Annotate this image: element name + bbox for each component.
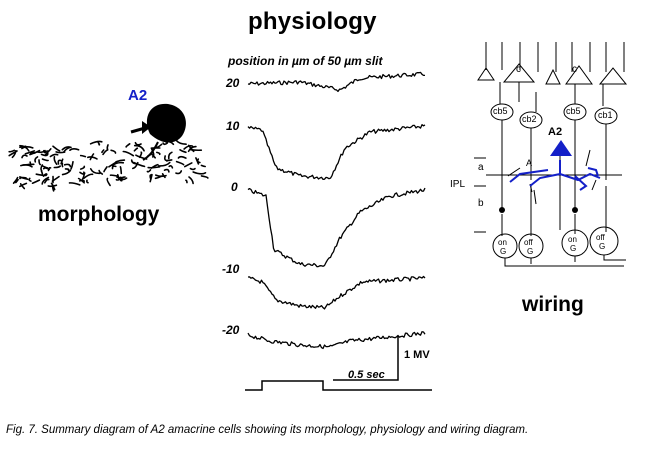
stimulus-trace [245, 380, 432, 391]
voltage-trace [247, 124, 426, 181]
ganglion-3-top: on [568, 235, 577, 244]
amacrine-a-label: A [526, 158, 533, 168]
trace-label-minus-20: -20 [222, 323, 240, 337]
voltage-trace [247, 331, 426, 350]
voltage-trace [247, 71, 425, 93]
a2-wiring-label: A2 [548, 126, 563, 138]
scale-bar [333, 336, 399, 381]
ipl-label: IPL [450, 179, 466, 190]
scale-voltage-label: 1 MV [404, 349, 430, 361]
a2-soma [146, 103, 186, 143]
ganglion-1-top: on [498, 238, 507, 247]
ganglion-4-top: off [596, 233, 605, 242]
scale-time-label: 0.5 sec [348, 369, 385, 381]
ganglion-4-bottom: G [599, 242, 606, 251]
a2-label: A2 [128, 87, 148, 104]
a2-wiring-highlight [509, 160, 601, 191]
cone-label-left: c [516, 64, 521, 75]
physiology-subtitle: position in µm of 50 µm slit [228, 54, 383, 68]
ganglion-3-bottom: G [570, 244, 577, 253]
voltage-trace [247, 187, 426, 268]
trace-label-0: 0 [231, 180, 238, 194]
trace-label-20: 20 [226, 76, 240, 90]
cone-label-right: c [572, 64, 577, 75]
cb5-left-label: cb5 [493, 106, 508, 116]
ganglion-2-bottom: G [527, 247, 534, 256]
cb2-label: cb2 [522, 114, 537, 124]
morphology-title: morphology [38, 203, 160, 226]
trace-label-minus-10: -10 [222, 262, 240, 276]
trace-label-10: 10 [226, 119, 240, 133]
sublamina-a-label: a [478, 162, 484, 173]
ganglion-1-bottom: G [500, 247, 507, 256]
physiology-title: physiology [248, 8, 377, 35]
figure-caption: Fig. 7. Summary diagram of A2 amacrine c… [6, 424, 529, 436]
voltage-trace [247, 275, 426, 310]
wiring-title: wiring [522, 293, 584, 316]
ganglion-2-top: off [524, 238, 533, 247]
sublamina-b-label: b [478, 198, 484, 209]
cb1-label: cb1 [598, 110, 613, 120]
cb5-right-label: cb5 [566, 106, 581, 116]
